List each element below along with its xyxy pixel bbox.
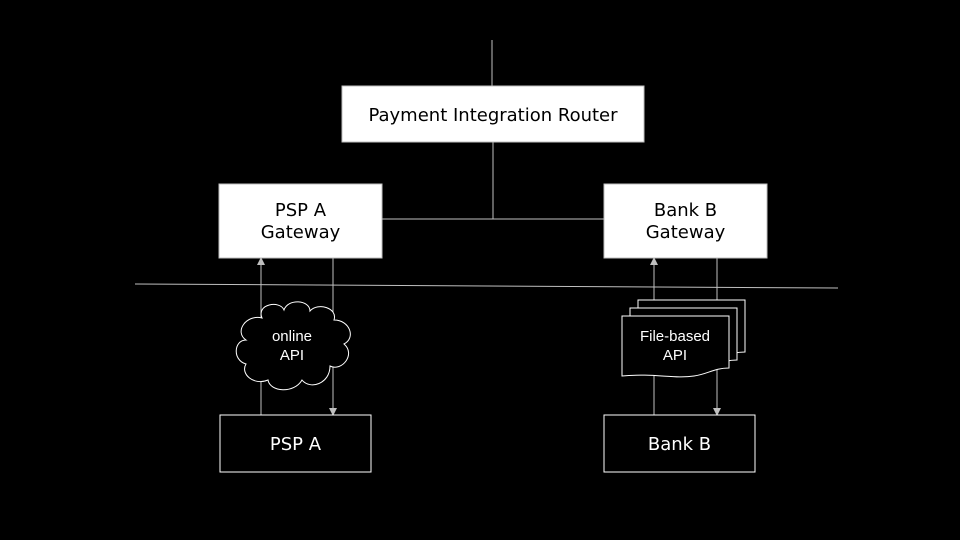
file-api-documents: File-based API xyxy=(621,299,746,378)
online-api-cloud: online API xyxy=(235,301,351,391)
psp-box: PSP A xyxy=(219,414,372,473)
psp-gateway-box: PSP A Gateway xyxy=(218,183,383,259)
file-api-label-line1: File-based xyxy=(640,328,710,345)
bank-gateway-box: Bank B Gateway xyxy=(603,183,768,259)
psp-label: PSP A xyxy=(270,434,322,455)
bank-gateway-label-line2: Gateway xyxy=(646,222,726,243)
router-label: Payment Integration Router xyxy=(368,105,618,126)
document-stack-icon xyxy=(621,299,746,378)
cloud-icon xyxy=(235,301,351,391)
boundary-line xyxy=(134,283,839,289)
psp-gateway-label-line1: PSP A xyxy=(275,200,327,221)
file-api-label-line2: API xyxy=(663,347,687,364)
bank-label: Bank B xyxy=(648,434,711,455)
online-api-label-line1: online xyxy=(272,328,312,345)
online-api-label-line2: API xyxy=(280,347,304,364)
bank-gateway-label-line1: Bank B xyxy=(654,200,717,221)
psp-gateway-label-line2: Gateway xyxy=(261,222,341,243)
bank-box: Bank B xyxy=(603,414,756,473)
router-box: Payment Integration Router xyxy=(341,85,645,143)
